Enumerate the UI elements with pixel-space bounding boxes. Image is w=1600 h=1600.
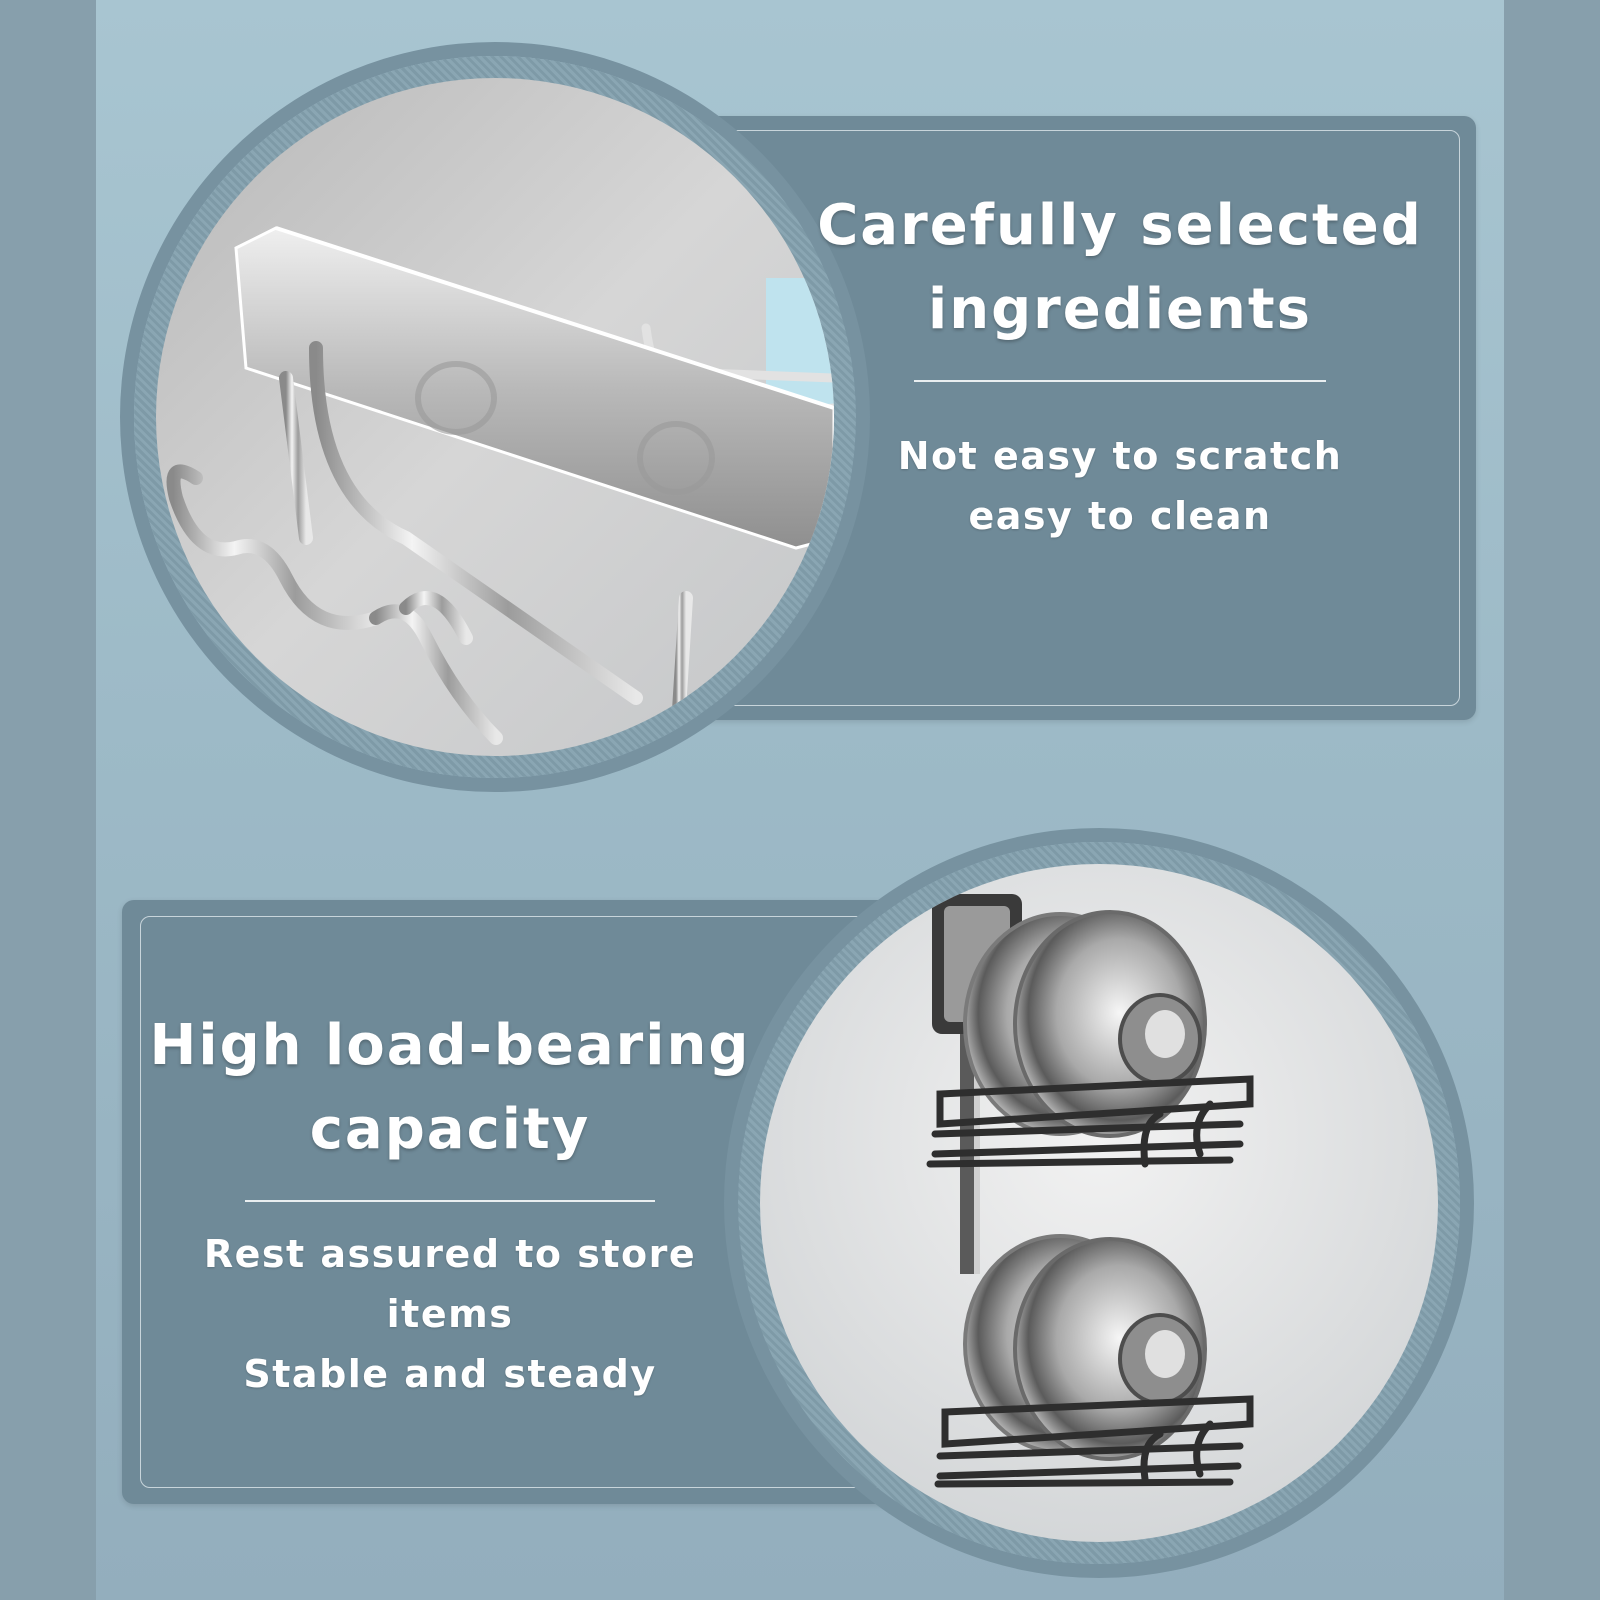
headline-line: High load-bearing bbox=[149, 1013, 751, 1078]
feature-text-top: Carefully selected ingredients Not easy … bbox=[800, 184, 1440, 546]
product-image-circle-bottom bbox=[738, 842, 1460, 1564]
product-image-circle-top bbox=[134, 56, 856, 778]
headline-line: capacity bbox=[309, 1097, 591, 1162]
wall-mounted-pot-lid-rack-image bbox=[760, 864, 1438, 1542]
headline-line: Carefully selected bbox=[817, 193, 1423, 258]
feature-body-line: Rest assured to store bbox=[203, 1232, 697, 1276]
feature-body-line: easy to clean bbox=[968, 494, 1272, 538]
left-border-strip bbox=[0, 0, 96, 1600]
headline-divider bbox=[245, 1200, 655, 1202]
headline-line: ingredients bbox=[928, 277, 1312, 342]
right-border-strip bbox=[1504, 0, 1600, 1600]
feature-body-line: items bbox=[386, 1292, 514, 1336]
feature-headline-top: Carefully selected ingredients bbox=[800, 184, 1440, 352]
headline-divider bbox=[914, 380, 1326, 382]
feature-text-bottom: High load-bearing capacity Rest assured … bbox=[140, 1004, 760, 1404]
chrome-basket-closeup-image bbox=[156, 78, 834, 756]
feature-headline-bottom: High load-bearing capacity bbox=[140, 1004, 760, 1172]
feature-body-line: Not easy to scratch bbox=[897, 434, 1343, 478]
feature-body-line: Stable and steady bbox=[243, 1352, 657, 1396]
